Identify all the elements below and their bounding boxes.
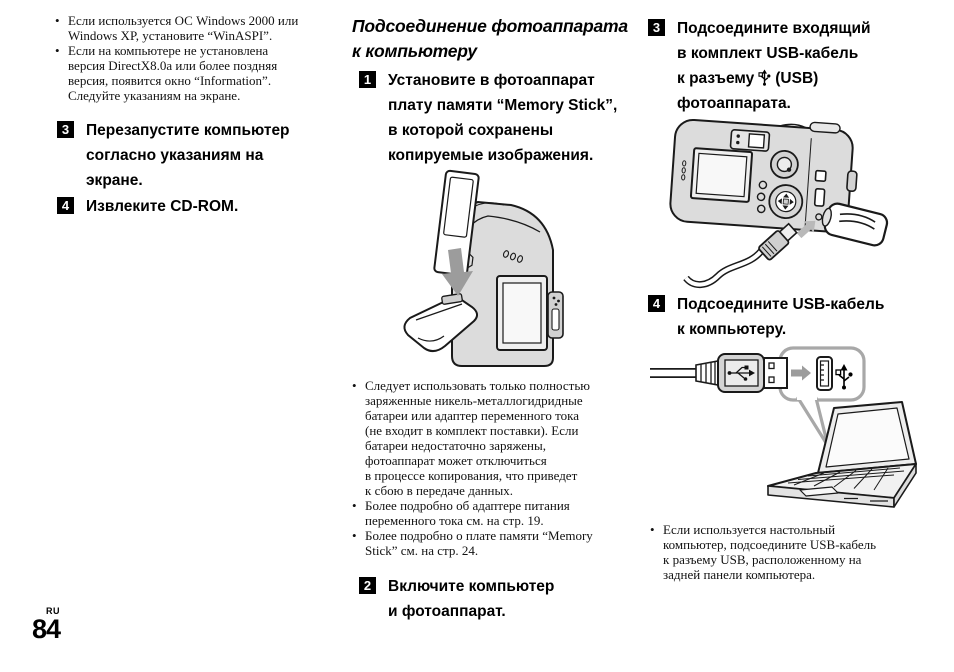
page-number: RU 84 xyxy=(28,606,61,644)
usb-port xyxy=(813,187,826,207)
page-number-value: 84 xyxy=(31,614,61,644)
step-number-badge: 4 xyxy=(648,295,665,312)
step-number-badge: 3 xyxy=(57,121,74,138)
bullet-marker: • xyxy=(55,43,60,58)
lcd-screen xyxy=(689,147,754,203)
arrow-to-port-icon xyxy=(796,220,816,239)
keyboard xyxy=(787,467,905,491)
step-number-badge: 1 xyxy=(359,71,376,88)
usb-port-icon xyxy=(816,356,833,391)
buttons xyxy=(756,180,768,214)
shutter-button xyxy=(809,121,841,134)
strap-lug xyxy=(846,170,858,193)
camera-back-body xyxy=(669,118,858,233)
side-strap-lug xyxy=(547,291,564,339)
memory-stick-insert-illustration xyxy=(403,169,564,367)
usb-plug-metal xyxy=(763,357,788,389)
laptop-illustration xyxy=(767,401,917,508)
step-number-badge: 3 xyxy=(648,19,665,36)
connector-door-flap xyxy=(821,202,889,247)
viewfinder xyxy=(729,129,771,152)
step-remove-cdrom: 4 Извлеките CD-ROM. xyxy=(57,194,238,219)
usb-symbol-icon xyxy=(835,364,853,390)
connector-panel xyxy=(804,138,827,227)
step-number-badge: 2 xyxy=(359,577,376,594)
step-text: Подсоедините входящий в комплект USB-каб… xyxy=(677,20,871,112)
bullet-marker: • xyxy=(650,522,655,537)
cable-strain-relief xyxy=(695,360,719,386)
usb-connector-body xyxy=(717,353,765,393)
bullet-marker: • xyxy=(352,528,357,543)
usb-symbol-icon xyxy=(758,69,771,86)
language-label: RU xyxy=(46,606,60,616)
bullet-marker: • xyxy=(352,498,357,513)
step-number-badge: 4 xyxy=(57,197,74,214)
control-dpad xyxy=(768,184,804,219)
bullet-marker: • xyxy=(55,13,60,28)
arrow-down-icon xyxy=(442,248,473,296)
lcd-screen xyxy=(496,275,548,351)
bullet-marker: • xyxy=(352,378,357,393)
step-connect-usb-to-camera: 3 Подсоедините входящий в комплект USB-к… xyxy=(648,16,871,116)
usb-cable xyxy=(683,247,765,288)
usb-symbol-horizontal xyxy=(730,366,749,379)
usb-to-laptop-illustration xyxy=(650,346,917,508)
camera-usb-connect-illustration xyxy=(669,118,889,288)
arrow-right-icon xyxy=(791,365,811,381)
usb-plug xyxy=(758,222,798,261)
speaker-holes xyxy=(681,160,687,181)
step-text: Извлеките CD-ROM. xyxy=(86,198,239,215)
speaker-holes xyxy=(502,250,524,263)
touchpad xyxy=(799,486,839,497)
memory-stick-door xyxy=(403,293,478,352)
mode-dial xyxy=(769,149,799,179)
